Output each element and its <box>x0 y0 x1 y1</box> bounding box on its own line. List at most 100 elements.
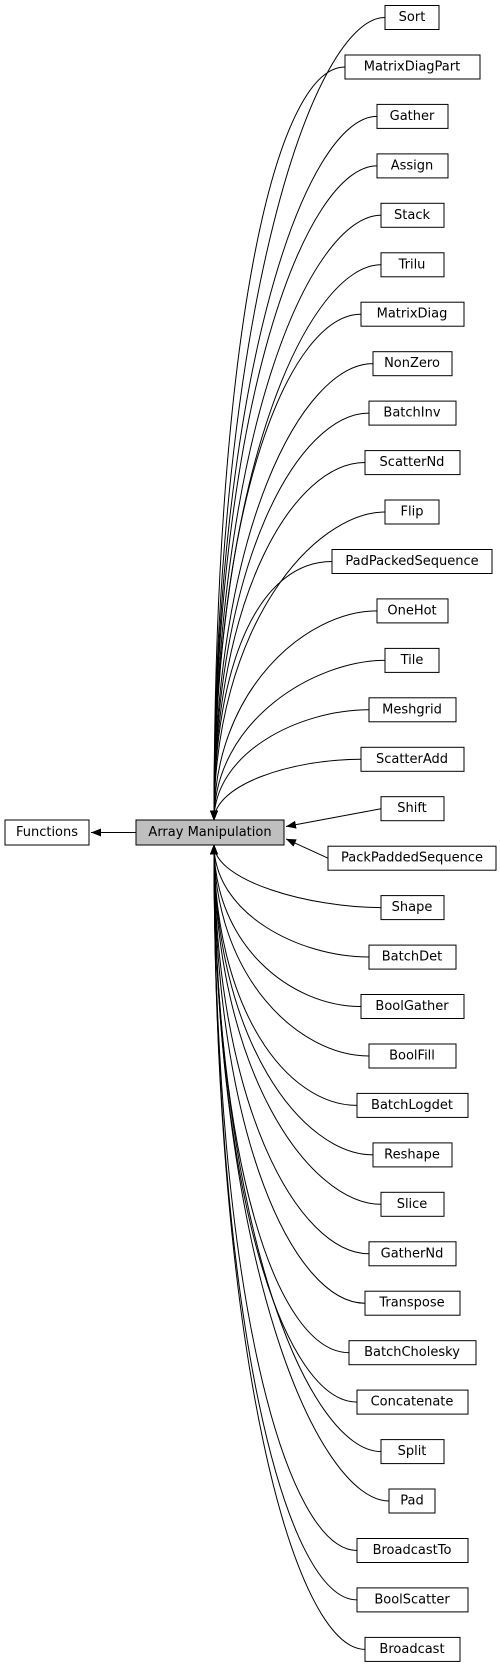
edge-concatenate-to-array-manipulation <box>210 844 358 1403</box>
node-label: Trilu <box>398 257 426 272</box>
edge-matrix-diag-part-to-array-manipulation <box>210 66 346 821</box>
node-label: MatrixDiag <box>377 307 448 322</box>
node-slice[interactable]: Slice <box>380 1191 445 1217</box>
node-box <box>348 1340 477 1366</box>
node-box <box>380 252 445 278</box>
node-label: BatchCholesky <box>364 1345 460 1360</box>
node-reshape[interactable]: Reshape <box>372 1142 453 1168</box>
node-bool-fill[interactable]: BoolFill <box>368 1043 457 1069</box>
node-assign[interactable]: Assign <box>376 153 449 179</box>
edge-tile-to-array-manipulation <box>210 659 386 821</box>
node-box <box>327 845 497 871</box>
node-box <box>368 944 457 970</box>
node-box <box>388 1488 436 1514</box>
node-label: Shape <box>392 900 433 915</box>
node-pad-packed-sequence[interactable]: PadPackedSequence <box>331 549 493 574</box>
node-box <box>364 1290 461 1316</box>
node-shift[interactable]: Shift <box>380 796 445 822</box>
edge-scatter-add-to-array-manipulation <box>210 758 362 821</box>
node-box <box>360 301 465 327</box>
node-pad[interactable]: Pad <box>388 1488 436 1514</box>
node-non-zero[interactable]: NonZero <box>372 351 453 377</box>
edge-assign-to-array-manipulation <box>210 165 378 821</box>
node-gather-nd[interactable]: GatherNd <box>368 1241 457 1267</box>
node-box <box>380 796 445 822</box>
edge-batch-logdet-to-array-manipulation <box>210 844 358 1106</box>
node-label: BatchInv <box>383 406 440 421</box>
node-broadcast[interactable]: Broadcast <box>364 1636 461 1662</box>
node-label: Meshgrid <box>382 702 442 717</box>
node-array-manipulation-label: Array Manipulation <box>148 825 271 840</box>
node-transpose[interactable]: Transpose <box>364 1290 461 1316</box>
node-one-hot[interactable]: OneHot <box>376 598 449 624</box>
node-box <box>356 1538 469 1563</box>
node-box <box>360 994 465 1019</box>
edge-scatter-nd-to-array-manipulation <box>210 462 366 821</box>
node-label: Gather <box>390 109 435 124</box>
node-scatter-add[interactable]: ScatterAdd <box>360 746 465 772</box>
node-concatenate[interactable]: Concatenate <box>356 1389 469 1415</box>
node-split[interactable]: Split <box>380 1439 445 1465</box>
edge-stack-to-array-manipulation <box>210 214 382 821</box>
edge-pad-to-array-manipulation <box>210 844 390 1502</box>
node-box <box>368 1043 457 1069</box>
edge-sort-to-array-manipulation <box>210 17 386 821</box>
node-label: Broadcast <box>379 1642 444 1657</box>
node-bool-gather[interactable]: BoolGather <box>360 994 465 1019</box>
node-batch-inv[interactable]: BatchInv <box>368 400 457 426</box>
node-pack-padded-sequence[interactable]: PackPaddedSequence <box>327 845 497 871</box>
node-label: BoolScatter <box>374 1592 450 1607</box>
node-box <box>368 697 457 723</box>
node-label: BoolFill <box>389 1049 435 1064</box>
child-nodes: SortMatrixDiagPartGatherAssignStackTrilu… <box>327 5 497 1662</box>
edge-flip-to-array-manipulation <box>210 511 386 821</box>
node-batch-logdet[interactable]: BatchLogdet <box>356 1092 469 1118</box>
node-box <box>376 153 449 179</box>
node-functions[interactable]: Functions <box>4 819 90 846</box>
edge-pack-padded-sequence-to-array-manipulation <box>285 838 329 859</box>
node-bool-scatter[interactable]: BoolScatter <box>356 1587 469 1613</box>
node-array-manipulation[interactable]: Array Manipulation <box>135 819 285 846</box>
node-scatter-nd[interactable]: ScatterNd <box>364 450 461 476</box>
node-box <box>380 1439 445 1465</box>
node-gather[interactable]: Gather <box>376 103 449 129</box>
edge-broadcast-to-array-manipulation <box>210 844 366 1650</box>
node-label: Sort <box>399 10 426 25</box>
node-box <box>384 499 440 525</box>
node-sort[interactable]: Sort <box>384 5 440 30</box>
node-tile[interactable]: Tile <box>384 647 440 673</box>
node-label: Reshape <box>384 1147 440 1162</box>
node-box <box>380 895 445 921</box>
node-batch-det[interactable]: BatchDet <box>368 944 457 970</box>
node-stack[interactable]: Stack <box>380 202 445 228</box>
edge-bool-gather-to-array-manipulation <box>210 844 362 1007</box>
node-meshgrid[interactable]: Meshgrid <box>368 697 457 723</box>
node-label: Pad <box>400 1494 423 1509</box>
node-matrix-diag[interactable]: MatrixDiag <box>360 301 465 327</box>
node-label: PadPackedSequence <box>345 554 478 569</box>
edge-pad-packed-sequence-to-array-manipulation <box>210 560 333 821</box>
node-label: BroadcastTo <box>373 1543 452 1558</box>
edge-transpose-to-array-manipulation <box>210 844 366 1304</box>
node-broadcast-to[interactable]: BroadcastTo <box>356 1538 469 1563</box>
node-box <box>356 1389 469 1415</box>
node-box <box>380 202 445 228</box>
node-box <box>384 5 440 30</box>
node-label: PackPaddedSequence <box>341 851 483 866</box>
node-box <box>344 54 481 80</box>
node-box <box>356 1587 469 1613</box>
node-batch-cholesky[interactable]: BatchCholesky <box>348 1340 477 1366</box>
node-label: Flip <box>401 505 424 520</box>
edge-batch-cholesky-to-array-manipulation <box>210 844 350 1354</box>
edge-batch-det-to-array-manipulation <box>210 844 370 958</box>
edge-broadcast-to-to-array-manipulation <box>210 844 358 1551</box>
node-matrix-diag-part[interactable]: MatrixDiagPart <box>344 54 481 80</box>
node-box <box>356 1092 469 1118</box>
node-box <box>364 1636 461 1662</box>
edge-slice-to-array-manipulation <box>210 844 382 1205</box>
node-trilu[interactable]: Trilu <box>380 252 445 278</box>
edge-gather-nd-to-array-manipulation <box>210 844 370 1255</box>
node-flip[interactable]: Flip <box>384 499 440 525</box>
node-shape[interactable]: Shape <box>380 895 445 921</box>
node-box <box>372 351 453 377</box>
